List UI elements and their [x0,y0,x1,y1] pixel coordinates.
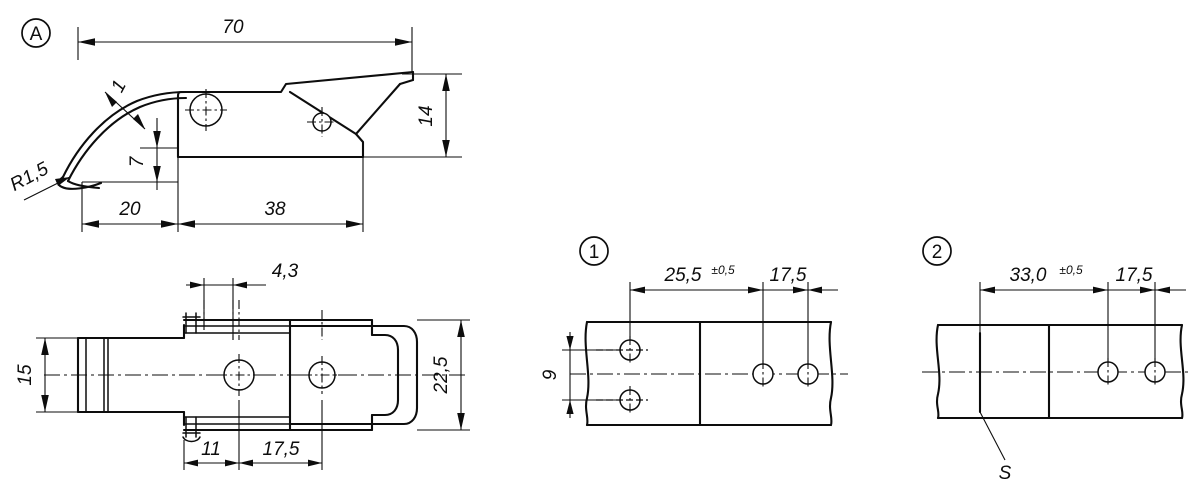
d1-break-right [828,320,834,427]
d1-arrow-9-bottom [566,400,574,414]
body-left-edge [176,90,188,159]
d1-break-left [584,320,590,427]
view-tag-1: 1 [579,236,609,266]
d1-hole-far-right [797,360,819,389]
hook-tip-underside [398,78,415,86]
arrow-175-plan-right [308,459,322,467]
arrow-7-bottom [153,166,161,182]
arrow-38-left [178,220,195,228]
d2-arrow-330-left [980,286,995,294]
arrow-20-left [82,220,99,228]
d1-dim-label-175: 17,5 [770,265,807,286]
rivet-hole-left [185,89,227,131]
arrow-175-plan-left [239,459,253,467]
dim-label-225: 22,5 [431,356,452,394]
dim-label-38: 38 [264,199,286,220]
dim-label-r15: R1,5 [7,158,53,196]
d2-dim-label-330: 33,0 [1010,265,1047,286]
dim-label-14: 14 [416,105,437,126]
spring-arm-inner-curve [66,96,188,183]
arrow-7-top [153,131,161,148]
view-tag-1-label: 1 [589,242,600,263]
dim-label-43: 4,3 [272,261,299,282]
detail-view-1-group: 1 [540,236,848,427]
view-tag-2: 2 [922,236,952,266]
d2-hole-right [1144,358,1166,387]
arrow-70-left [78,38,95,46]
arrow-70-right [395,38,412,46]
d2-label-s: S [999,463,1012,484]
d1-arrow-255-left [630,286,645,294]
d1-dim-label-255-tol: ±0,5 [711,263,735,277]
d2-hole-mid [1097,358,1119,387]
arrow-15-top [41,338,49,355]
body-top-edge [184,70,415,94]
d1-arrow-175-right [808,286,822,294]
arrow-15-bottom [41,395,49,412]
arrow-11-right [225,459,239,467]
arrow-14-bottom [442,140,450,157]
arrow-225-top [457,320,465,337]
d2-break-right [1179,323,1185,420]
hook-right-drop [354,132,365,159]
d1-dim-label-9: 9 [540,369,561,380]
arrow-38-right [346,220,363,228]
hook-inner-v [288,82,402,136]
view-a-group: A 70 [7,17,462,232]
dim-label-175-plan: 17,5 [263,439,300,460]
d2-dim-label-175: 17,5 [1116,265,1153,286]
view-tag-a-label: A [30,24,43,45]
arrow-43-left [190,281,204,289]
spring-arm-tail-lower [66,179,101,190]
ear-round-bottom [182,436,201,443]
d2-leader-s [979,411,1006,461]
right-block-outer-end [378,324,419,426]
arrow-14-top [442,74,450,91]
dim-label-7: 7 [127,155,148,167]
arrow-43-right [233,281,247,289]
arrow-11-left [184,459,198,467]
arrow-thickness-1-b [133,114,145,129]
dim-label-thickness-1: 1 [107,77,131,96]
plan-rivet-hole [303,356,341,394]
d1-arrow-255-right [748,286,763,294]
plan-pivot-hole [218,354,260,396]
d1-arrow-9-top [566,336,574,350]
d1-hole-mid-right [752,360,774,389]
d1-arrow-175-left [793,286,808,294]
dim-label-70: 70 [222,17,244,38]
d2-dim-label-330-tol: ±0,5 [1059,263,1083,277]
d1-hole-lower-left [596,386,648,414]
d1-dim-label-255: 25,5 [664,265,702,286]
arrow-20-right [161,220,178,228]
d2-arrow-175-right [1155,286,1170,294]
right-block-rounded-end [370,333,400,417]
d2-break-left [935,323,941,420]
spring-arm-outer-curve [61,90,188,179]
arrow-thickness-1-a [105,92,117,107]
d2-arrow-330-right [1093,286,1108,294]
d2-arrow-175-left [1140,286,1155,294]
rivet-hole-right [307,107,337,137]
arrow-225-bottom [457,413,465,430]
view-tag-2-label: 2 [932,242,943,263]
arrow-r15 [55,177,70,186]
plan-view-group: 4,3 [15,261,470,470]
dim-label-20: 20 [118,199,141,220]
dim-label-15: 15 [15,364,36,386]
view-tag-a: A [21,18,51,48]
detail-view-2-group: 2 S 33,0 ±0,5 [922,236,1192,484]
dim-label-11: 11 [201,439,221,460]
